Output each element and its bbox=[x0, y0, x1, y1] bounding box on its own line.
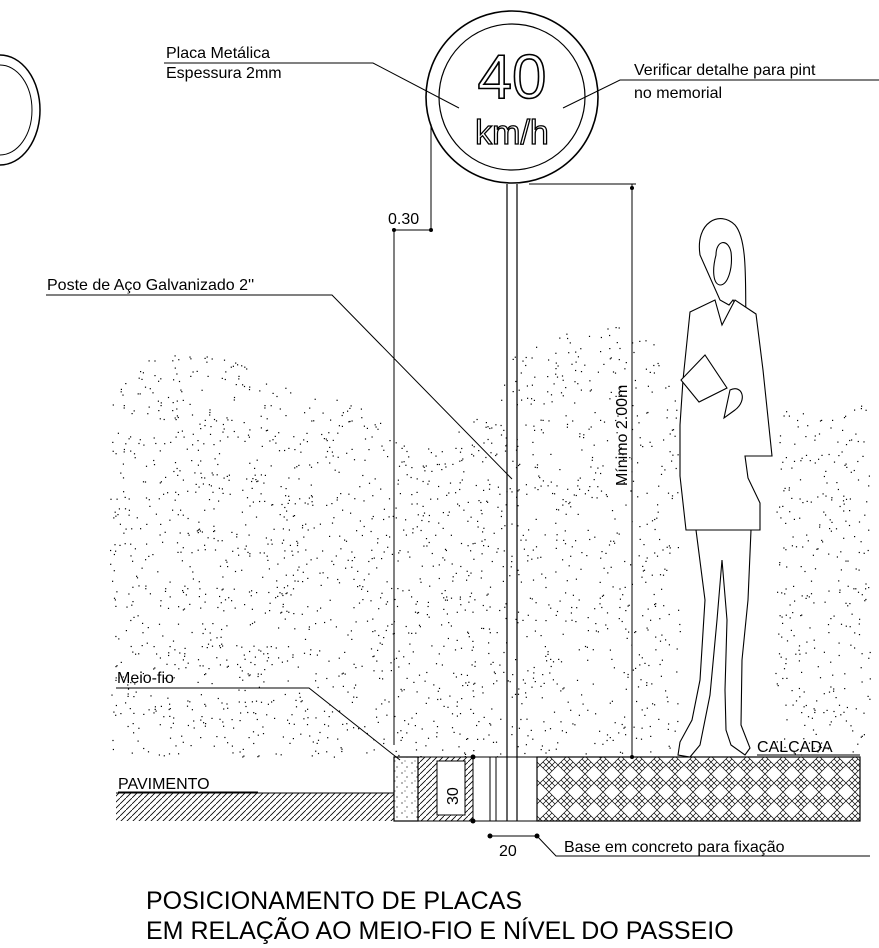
speed-limit-sign: 40 km/h bbox=[425, 10, 599, 184]
plate-leader bbox=[164, 62, 460, 109]
pavement-hatch bbox=[116, 793, 394, 821]
pole-label: Poste de Aço Galvanizado 2'' bbox=[47, 277, 254, 294]
background-texture bbox=[110, 327, 871, 758]
speed-unit: km/h bbox=[475, 114, 549, 152]
pole bbox=[506, 184, 518, 821]
base-label: Base em concreto para fixação bbox=[564, 839, 785, 856]
paint-label-line1: Verificar detalhe para pint bbox=[634, 62, 816, 79]
pavement-label: PAVIMENTO bbox=[118, 776, 210, 793]
depth-label: 30 bbox=[445, 787, 462, 805]
title-line2: EM RELAÇÃO AO MEIO-FIO E NÍVEL DO PASSEI… bbox=[146, 916, 734, 945]
curb-leader bbox=[116, 687, 401, 761]
depth-box bbox=[436, 760, 466, 816]
plate-label-line1: Placa Metálica bbox=[166, 45, 270, 62]
width-label: 20 bbox=[499, 843, 517, 860]
speed-value: 40 bbox=[478, 43, 547, 112]
offset-dimension bbox=[392, 124, 433, 745]
title-line1: POSICIONAMENTO DE PLACAS bbox=[146, 887, 522, 915]
sidewalk-label: CALÇADA bbox=[757, 739, 833, 756]
base-leader bbox=[536, 835, 870, 857]
pole-leader bbox=[46, 294, 513, 480]
plate-label-line2: Espessura 2mm bbox=[166, 65, 282, 82]
offset-label: 0.30 bbox=[388, 211, 419, 228]
sidewalk-paving bbox=[536, 756, 861, 822]
height-dimension bbox=[529, 183, 636, 759]
person-figure bbox=[677, 218, 773, 758]
partial-sign-edge bbox=[0, 54, 41, 166]
width-dimension bbox=[487, 833, 540, 839]
curb-block bbox=[393, 756, 419, 822]
min-height-label: Mínimo 2.00m bbox=[614, 385, 631, 486]
curb-label: Meio-fio bbox=[117, 670, 174, 687]
paint-leader bbox=[562, 79, 879, 109]
paint-label-line2: no memorial bbox=[634, 85, 722, 102]
concrete-base-gap bbox=[472, 756, 538, 822]
